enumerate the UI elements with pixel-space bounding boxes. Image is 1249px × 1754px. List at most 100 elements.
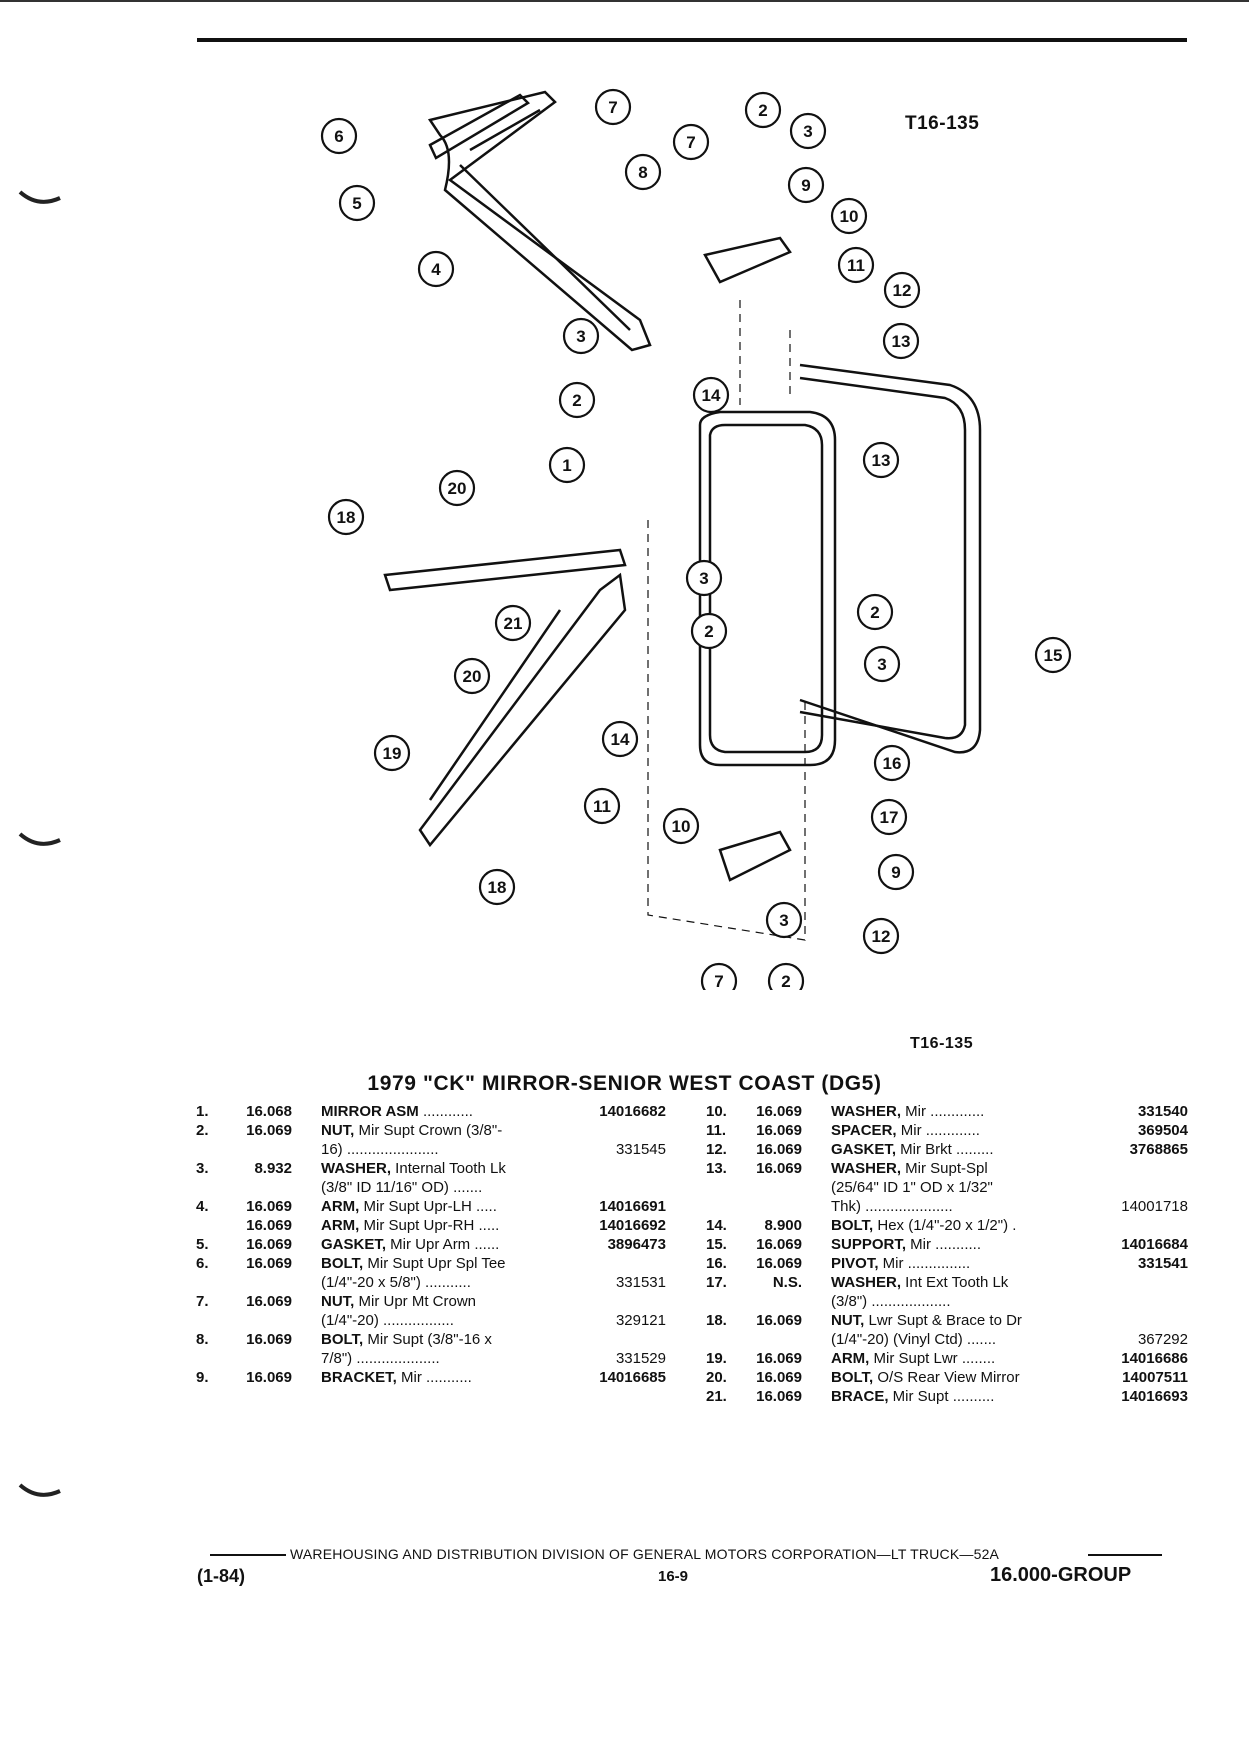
svg-text:2: 2: [870, 603, 879, 622]
part-detail: Mir ...........: [906, 1236, 982, 1253]
part-line: (1/4"-20) (Vinyl Ctd) .......367292: [831, 1330, 1188, 1349]
svg-text:3: 3: [576, 327, 585, 346]
part-line: GASKET, Mir Upr Arm ......3896473: [321, 1235, 666, 1254]
part-detail: Hex (1/4"-20 x 1/2") .: [873, 1217, 1017, 1234]
part-description: NUT, Lwr Supt & Brace to Dr: [831, 1311, 1188, 1330]
svg-text:12: 12: [872, 927, 891, 946]
footer-rule-left: [210, 1554, 286, 1556]
binding-mark: [18, 1483, 61, 1497]
part-detail: (3/8") ...................: [831, 1293, 951, 1310]
svg-text:13: 13: [892, 332, 911, 351]
part-description: SPACER, Mir .............369504: [831, 1121, 1188, 1140]
svg-text:18: 18: [337, 508, 356, 527]
part-line: BOLT, Hex (1/4"-20 x 1/2") .: [831, 1216, 1188, 1235]
part-line: BRACKET, Mir ...........14016685: [321, 1368, 666, 1387]
bracket-top: [703, 236, 792, 284]
part-name: WASHER,: [321, 1160, 392, 1177]
part-catalog-number: 14016685: [599, 1369, 666, 1386]
part-description: GASKET, Mir Upr Arm ......3896473: [321, 1235, 666, 1254]
part-name: BRACKET,: [321, 1369, 397, 1386]
part-continuation: 16) ......................331545: [321, 1140, 666, 1159]
part-line: Thk) .....................14001718: [831, 1197, 1188, 1216]
part-number: 6.: [196, 1255, 209, 1272]
part-name: NUT,: [831, 1312, 865, 1329]
part-line: (25/64" ID 1" OD x 1/32": [831, 1178, 1188, 1197]
part-name: MIRROR ASM: [321, 1103, 419, 1120]
part-description: MIRROR ASM ............14016682: [321, 1102, 666, 1121]
binding-mark: [18, 190, 61, 204]
part-catalog-number: 14016691: [599, 1198, 666, 1215]
part-name: NUT,: [321, 1122, 355, 1139]
part-description: WASHER, Int Ext Tooth Lk: [831, 1273, 1188, 1292]
part-description: BOLT, Hex (1/4"-20 x 1/2") .: [831, 1216, 1188, 1235]
svg-text:20: 20: [448, 479, 467, 498]
part-group: 16.069: [246, 1331, 292, 1348]
part-name: BOLT,: [321, 1331, 364, 1348]
part-name: BOLT,: [831, 1369, 874, 1386]
part-number: 21.: [706, 1388, 727, 1405]
part-line: SUPPORT, Mir ...........14016684: [831, 1235, 1188, 1254]
part-detail: (1/4"-20) .................: [321, 1312, 454, 1329]
part-catalog-number: 14016693: [1121, 1388, 1188, 1405]
part-detail: Mir .............: [901, 1103, 985, 1120]
part-number: 3.: [196, 1160, 209, 1177]
part-group: 16.069: [246, 1236, 292, 1253]
svg-text:5: 5: [352, 194, 361, 213]
svg-text:6: 6: [334, 127, 343, 146]
svg-text:3: 3: [877, 655, 886, 674]
part-catalog-number: 14016682: [599, 1103, 666, 1120]
part-number: 9.: [196, 1369, 209, 1386]
svg-text:16: 16: [883, 754, 902, 773]
part-name: BOLT,: [831, 1217, 874, 1234]
part-group: 16.069: [756, 1255, 802, 1272]
svg-text:13: 13: [872, 451, 891, 470]
footer-group: 16.000-GROUP: [990, 1564, 1132, 1586]
part-group: 16.069: [756, 1236, 802, 1253]
part-detail: Mir Supt-Spl: [901, 1160, 988, 1177]
part-continuation: (1/4"-20) (Vinyl Ctd) .......367292: [831, 1330, 1188, 1349]
part-line: MIRROR ASM ............14016682: [321, 1102, 666, 1121]
part-name: SPACER,: [831, 1122, 897, 1139]
svg-text:2: 2: [781, 972, 790, 990]
part-number: 2.: [196, 1122, 209, 1139]
part-line: WASHER, Mir Supt-Spl: [831, 1159, 1188, 1178]
part-catalog-number: 331545: [615, 1141, 666, 1158]
brace: [383, 548, 627, 592]
part-detail: O/S Rear View Mirror: [873, 1369, 1020, 1386]
part-line: ARM, Mir Supt Upr-RH .....14016692: [321, 1216, 666, 1235]
part-detail: Mir Supt Upr Spl Tee: [363, 1255, 506, 1272]
part-number: 17.: [706, 1274, 727, 1291]
mirror-frame: [698, 410, 837, 767]
part-group: 16.069: [756, 1141, 802, 1158]
part-description: BRACKET, Mir ...........14016685: [321, 1368, 666, 1387]
part-group: 16.068: [246, 1103, 292, 1120]
part-name: GASKET,: [831, 1141, 897, 1158]
part-line: NUT, Mir Supt Crown (3/8"-: [321, 1121, 666, 1140]
part-name: ARM,: [321, 1217, 360, 1234]
part-continuation: (1/4"-20 x 5/8") ...........331531: [321, 1273, 666, 1292]
part-number: 12.: [706, 1141, 727, 1158]
svg-text:10: 10: [840, 207, 859, 226]
part-detail: Mir Supt ..........: [888, 1388, 995, 1405]
svg-text:12: 12: [893, 281, 912, 300]
part-group: 16.069: [756, 1160, 802, 1177]
part-detail: Mir Supt (3/8"-16 x: [363, 1331, 492, 1348]
part-number: 20.: [706, 1369, 727, 1386]
part-group: 8.900: [764, 1217, 802, 1234]
part-number: 4.: [196, 1198, 209, 1215]
part-catalog-number: 329121: [615, 1312, 666, 1329]
part-line: (1/4"-20 x 5/8") ...........331531: [321, 1273, 666, 1292]
part-description: PIVOT, Mir ...............331541: [831, 1254, 1188, 1273]
part-description: WASHER, Mir .............331540: [831, 1102, 1188, 1121]
part-line: (1/4"-20) ................. 329121: [321, 1311, 666, 1330]
part-detail: (1/4"-20 x 5/8") ...........: [321, 1274, 471, 1291]
part-description: SUPPORT, Mir ...........14016684: [831, 1235, 1188, 1254]
upper-arm-inner: [459, 108, 631, 331]
